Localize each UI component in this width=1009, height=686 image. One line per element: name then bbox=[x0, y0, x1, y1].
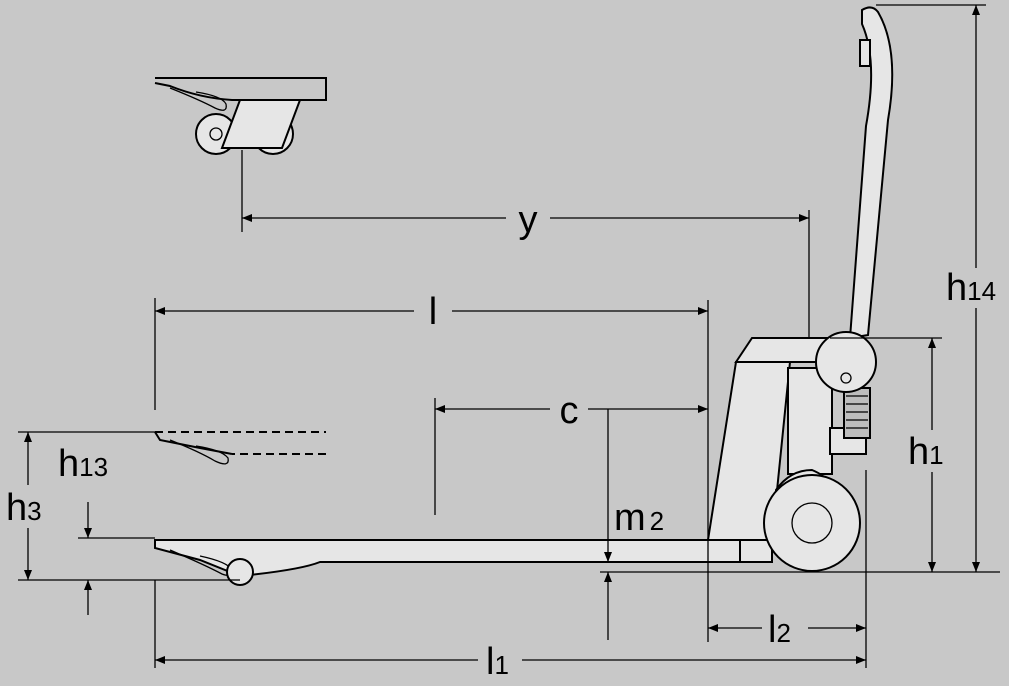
fork bbox=[154, 539, 773, 586]
raised-fork-tip bbox=[154, 431, 326, 465]
label-h3: h3 bbox=[6, 487, 42, 529]
label-h13: h13 bbox=[58, 443, 108, 485]
label-c: c bbox=[560, 390, 579, 432]
label-l2: l2 bbox=[768, 609, 791, 651]
label-y: y bbox=[519, 199, 538, 241]
tandem-roller-inset bbox=[154, 77, 327, 155]
label-h14: h14 bbox=[946, 267, 996, 309]
label-l: l bbox=[429, 291, 437, 333]
label-l1: l1 bbox=[486, 641, 509, 683]
steer-wheel bbox=[763, 468, 861, 572]
handle bbox=[815, 6, 894, 393]
dimension-lines bbox=[18, 4, 1000, 668]
label-h1: h1 bbox=[908, 431, 944, 473]
